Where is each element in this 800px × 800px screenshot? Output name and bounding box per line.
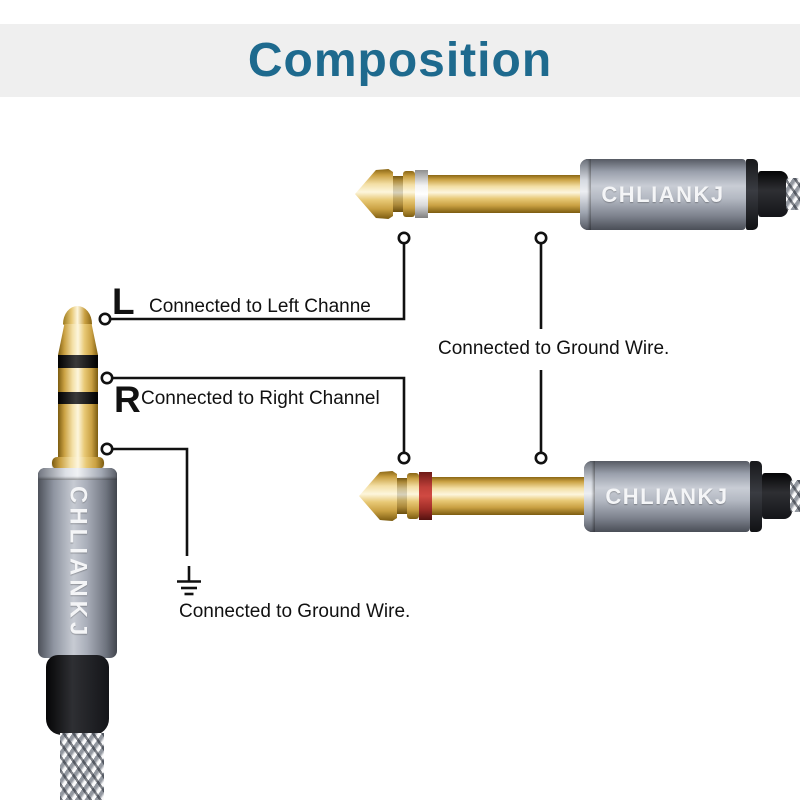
plug-neck bbox=[397, 478, 407, 514]
plug-barrel: CHLIANKJ bbox=[584, 461, 750, 532]
left-channel-badge: L bbox=[112, 281, 135, 322]
ts-plug-bottom: CHLIANKJ bbox=[359, 452, 800, 542]
plug-insulator-ring-red bbox=[419, 472, 432, 520]
plug-flange bbox=[52, 457, 104, 469]
plug-end-cap bbox=[750, 461, 762, 532]
plug-sleeve bbox=[58, 404, 98, 458]
plug-insulator-band-1 bbox=[58, 355, 98, 368]
plug-neck bbox=[393, 176, 403, 212]
ground-right-label: Connected to Ground Wire. bbox=[438, 338, 670, 359]
ts-plug-top: CHLIANKJ bbox=[355, 150, 800, 240]
ground-left-label: Connected to Ground Wire. bbox=[179, 601, 411, 622]
braided-cable-stub bbox=[790, 480, 800, 512]
plug-barrel: CHLIANKJ bbox=[580, 159, 746, 230]
right-channel-badge: R bbox=[114, 379, 141, 420]
ground-symbol bbox=[177, 566, 201, 596]
plug-tip-dome bbox=[63, 306, 92, 326]
title-band: Composition bbox=[0, 24, 800, 97]
braided-cable bbox=[60, 733, 104, 800]
plug-ring-contact bbox=[58, 368, 98, 392]
plug-insulator-ring-white bbox=[415, 170, 428, 218]
plug-shaft-sleeve bbox=[432, 477, 584, 515]
plug-tip-cone bbox=[359, 471, 397, 521]
brand-label: CHLIANKJ bbox=[64, 486, 92, 640]
plug-tip-flare bbox=[58, 324, 98, 355]
plug-insulator-band-2 bbox=[58, 392, 98, 404]
brand-label: CHLIANKJ bbox=[601, 181, 725, 207]
plug-end-cap bbox=[746, 159, 758, 230]
braided-cable-stub bbox=[786, 178, 800, 210]
brand-label: CHLIANKJ bbox=[605, 483, 729, 509]
strain-relief bbox=[758, 171, 788, 217]
page-title: Composition bbox=[247, 34, 553, 87]
strain-relief bbox=[762, 473, 792, 519]
trs-plug-35mm: CHLIANKJ bbox=[30, 300, 125, 800]
plug-shaft-sleeve bbox=[428, 175, 580, 213]
left-channel-label: Connected to Left Channe bbox=[149, 296, 371, 317]
plug-barrel: CHLIANKJ bbox=[38, 468, 117, 658]
right-channel-label: Connected to Right Channel bbox=[141, 388, 380, 409]
strain-relief bbox=[46, 655, 109, 735]
plug-tip-cone bbox=[355, 169, 393, 219]
plug-collar bbox=[403, 171, 415, 217]
plug-collar bbox=[407, 473, 419, 519]
